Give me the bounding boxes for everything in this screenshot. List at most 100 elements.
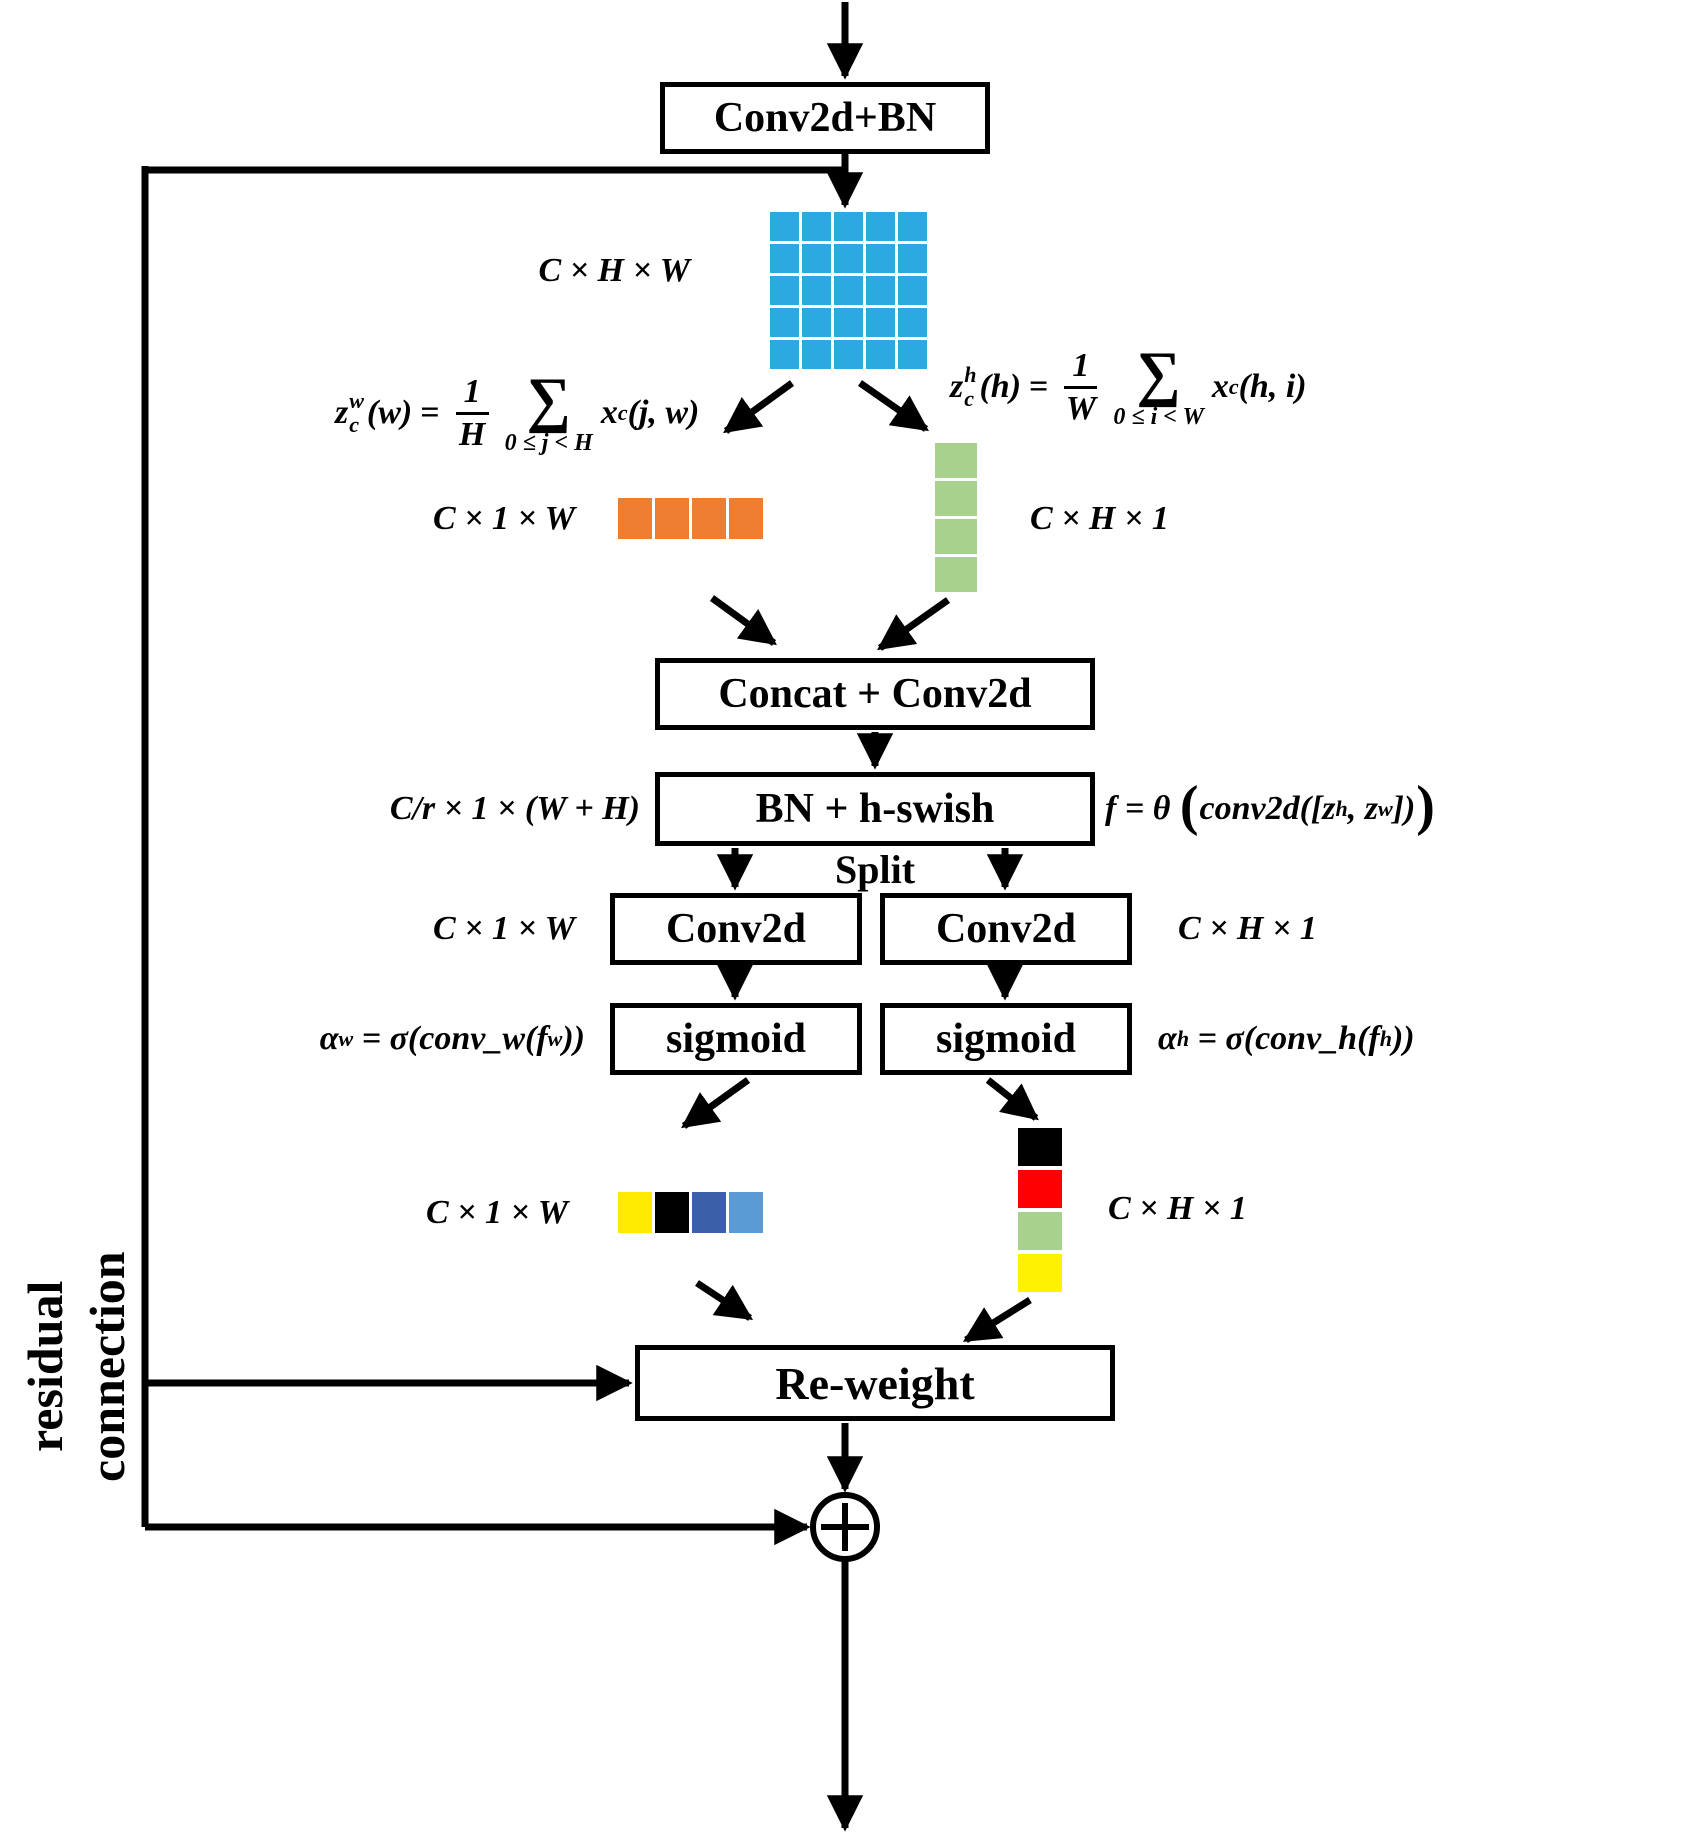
grid-cell: [834, 212, 863, 241]
sigma-symbol: ∑: [1136, 339, 1181, 408]
strip-cell: [1018, 1212, 1062, 1250]
formula-var: z: [335, 394, 349, 431]
formula-summation: ∑ 0 ≤ j < H: [504, 365, 593, 457]
dim-label-att-w: C × 1 × W: [425, 1194, 568, 1231]
box-conv2d-h: Conv2d: [880, 893, 1132, 965]
formula-arg: (h): [979, 368, 1022, 405]
pool-h-strip: [935, 443, 977, 592]
strip-cell: [692, 498, 726, 539]
grid-cell: [866, 244, 895, 273]
sigma-condition: 0 ≤ j < H: [504, 430, 593, 457]
formula-arg: (w): [366, 394, 413, 431]
strip-cell: [935, 557, 977, 592]
formula-arg: (j, w): [627, 394, 700, 431]
grid-cell: [898, 276, 927, 305]
grid-cell: [770, 340, 799, 369]
grid-cell: [866, 276, 895, 305]
pool-w-strip: [618, 498, 763, 539]
formula-sup: h: [964, 361, 977, 387]
formula-sup: h: [1176, 1026, 1190, 1051]
formula-part: = σ(conv_w(f: [353, 1020, 548, 1057]
arrow-att-h-to-reweight: [962, 1297, 1032, 1343]
grid-cell: [770, 276, 799, 305]
arrow-sigmoid-w-to-att-w: [681, 1077, 751, 1129]
strip-cell: [655, 1192, 689, 1233]
fraction-numerator: 1: [1064, 347, 1098, 389]
formula-sup: w: [1377, 796, 1393, 821]
formula-sup: w: [547, 1026, 563, 1051]
grid-cell: [866, 212, 895, 241]
formula-var: α: [1158, 1020, 1177, 1057]
formula-var: x: [600, 394, 618, 431]
grid-cell: [866, 340, 895, 369]
formula-part: = σ(conv_h(f: [1189, 1020, 1380, 1057]
formula-part: )): [1391, 1020, 1415, 1057]
fraction-denominator: W: [1065, 389, 1097, 427]
grid-cell: [802, 340, 831, 369]
box-conv2d-w: Conv2d: [610, 893, 862, 965]
sigma-symbol: ∑: [526, 365, 571, 434]
grid-cell: [802, 308, 831, 337]
grid-cell: [770, 308, 799, 337]
arrow-featuremap-to-pool-w: [723, 380, 795, 434]
strip-cell: [935, 443, 977, 478]
strip-cell: [692, 1192, 726, 1233]
formula-var: α: [319, 1020, 339, 1057]
grid-cell: [802, 276, 831, 305]
grid-cell: [898, 212, 927, 241]
feature-map-grid: [770, 212, 927, 369]
formula-fraction: 1 W: [1064, 347, 1098, 427]
dim-label-pool-h: C × H × 1: [1030, 500, 1169, 537]
fraction-numerator: 1: [455, 373, 489, 415]
big-paren-close: ): [1416, 775, 1435, 837]
arrow-sigmoid-h-to-att-h: [985, 1077, 1039, 1121]
arrow-pool-w-to-concat: [709, 595, 777, 646]
arrow-att-w-to-reweight: [695, 1280, 754, 1321]
sum-node: [810, 1492, 880, 1562]
grid-cell: [866, 308, 895, 337]
strip-cell: [1018, 1128, 1062, 1166]
box-concat-conv2d: Concat + Conv2d: [655, 658, 1095, 730]
strip-cell: [1018, 1254, 1062, 1292]
grid-cell: [898, 340, 927, 369]
grid-cell: [770, 212, 799, 241]
grid-cell: [834, 244, 863, 273]
formula-part: conv2d([z: [1199, 790, 1336, 827]
formula-lead: f = θ: [1105, 790, 1179, 827]
strip-cell: [729, 1192, 763, 1233]
dim-label-bottleneck: C/r × 1 × (W + H): [389, 790, 640, 827]
formula-part: ]): [1392, 790, 1416, 827]
formula-arg: (h, i): [1238, 368, 1307, 405]
box-sigmoid-w: sigmoid: [610, 1003, 862, 1075]
dim-label-conv-w: C × 1 × W: [432, 910, 575, 947]
formula-sub: c: [1228, 374, 1239, 399]
grid-cell: [802, 244, 831, 273]
box-sigmoid-h: sigmoid: [880, 1003, 1132, 1075]
strip-cell: [655, 498, 689, 539]
big-paren-open: (: [1179, 775, 1199, 837]
formula-var: x: [1211, 368, 1229, 405]
formula-sup: h: [1379, 1026, 1392, 1051]
dim-label-input: C × H × W: [538, 252, 691, 289]
split-label: Split: [834, 847, 916, 892]
formula-eq: =: [420, 394, 440, 431]
formula-summation: ∑ 0 ≤ i < W: [1113, 339, 1203, 430]
formula-part: , z: [1347, 790, 1378, 827]
strip-cell: [1018, 1170, 1062, 1208]
grid-cell: [802, 212, 831, 241]
box-reweight: Re-weight: [635, 1345, 1115, 1421]
formula-sub: c: [964, 386, 974, 411]
grid-cell: [898, 244, 927, 273]
strip-cell: [618, 498, 652, 539]
formula-sup: w: [338, 1026, 354, 1051]
formula-sub: c: [617, 400, 628, 425]
formula-fraction: 1 H: [455, 373, 489, 453]
dim-label-conv-h: C × H × 1: [1178, 910, 1317, 947]
strip-cell: [729, 498, 763, 539]
formula-sub: c: [349, 412, 359, 437]
attention-w-strip: [618, 1192, 763, 1233]
